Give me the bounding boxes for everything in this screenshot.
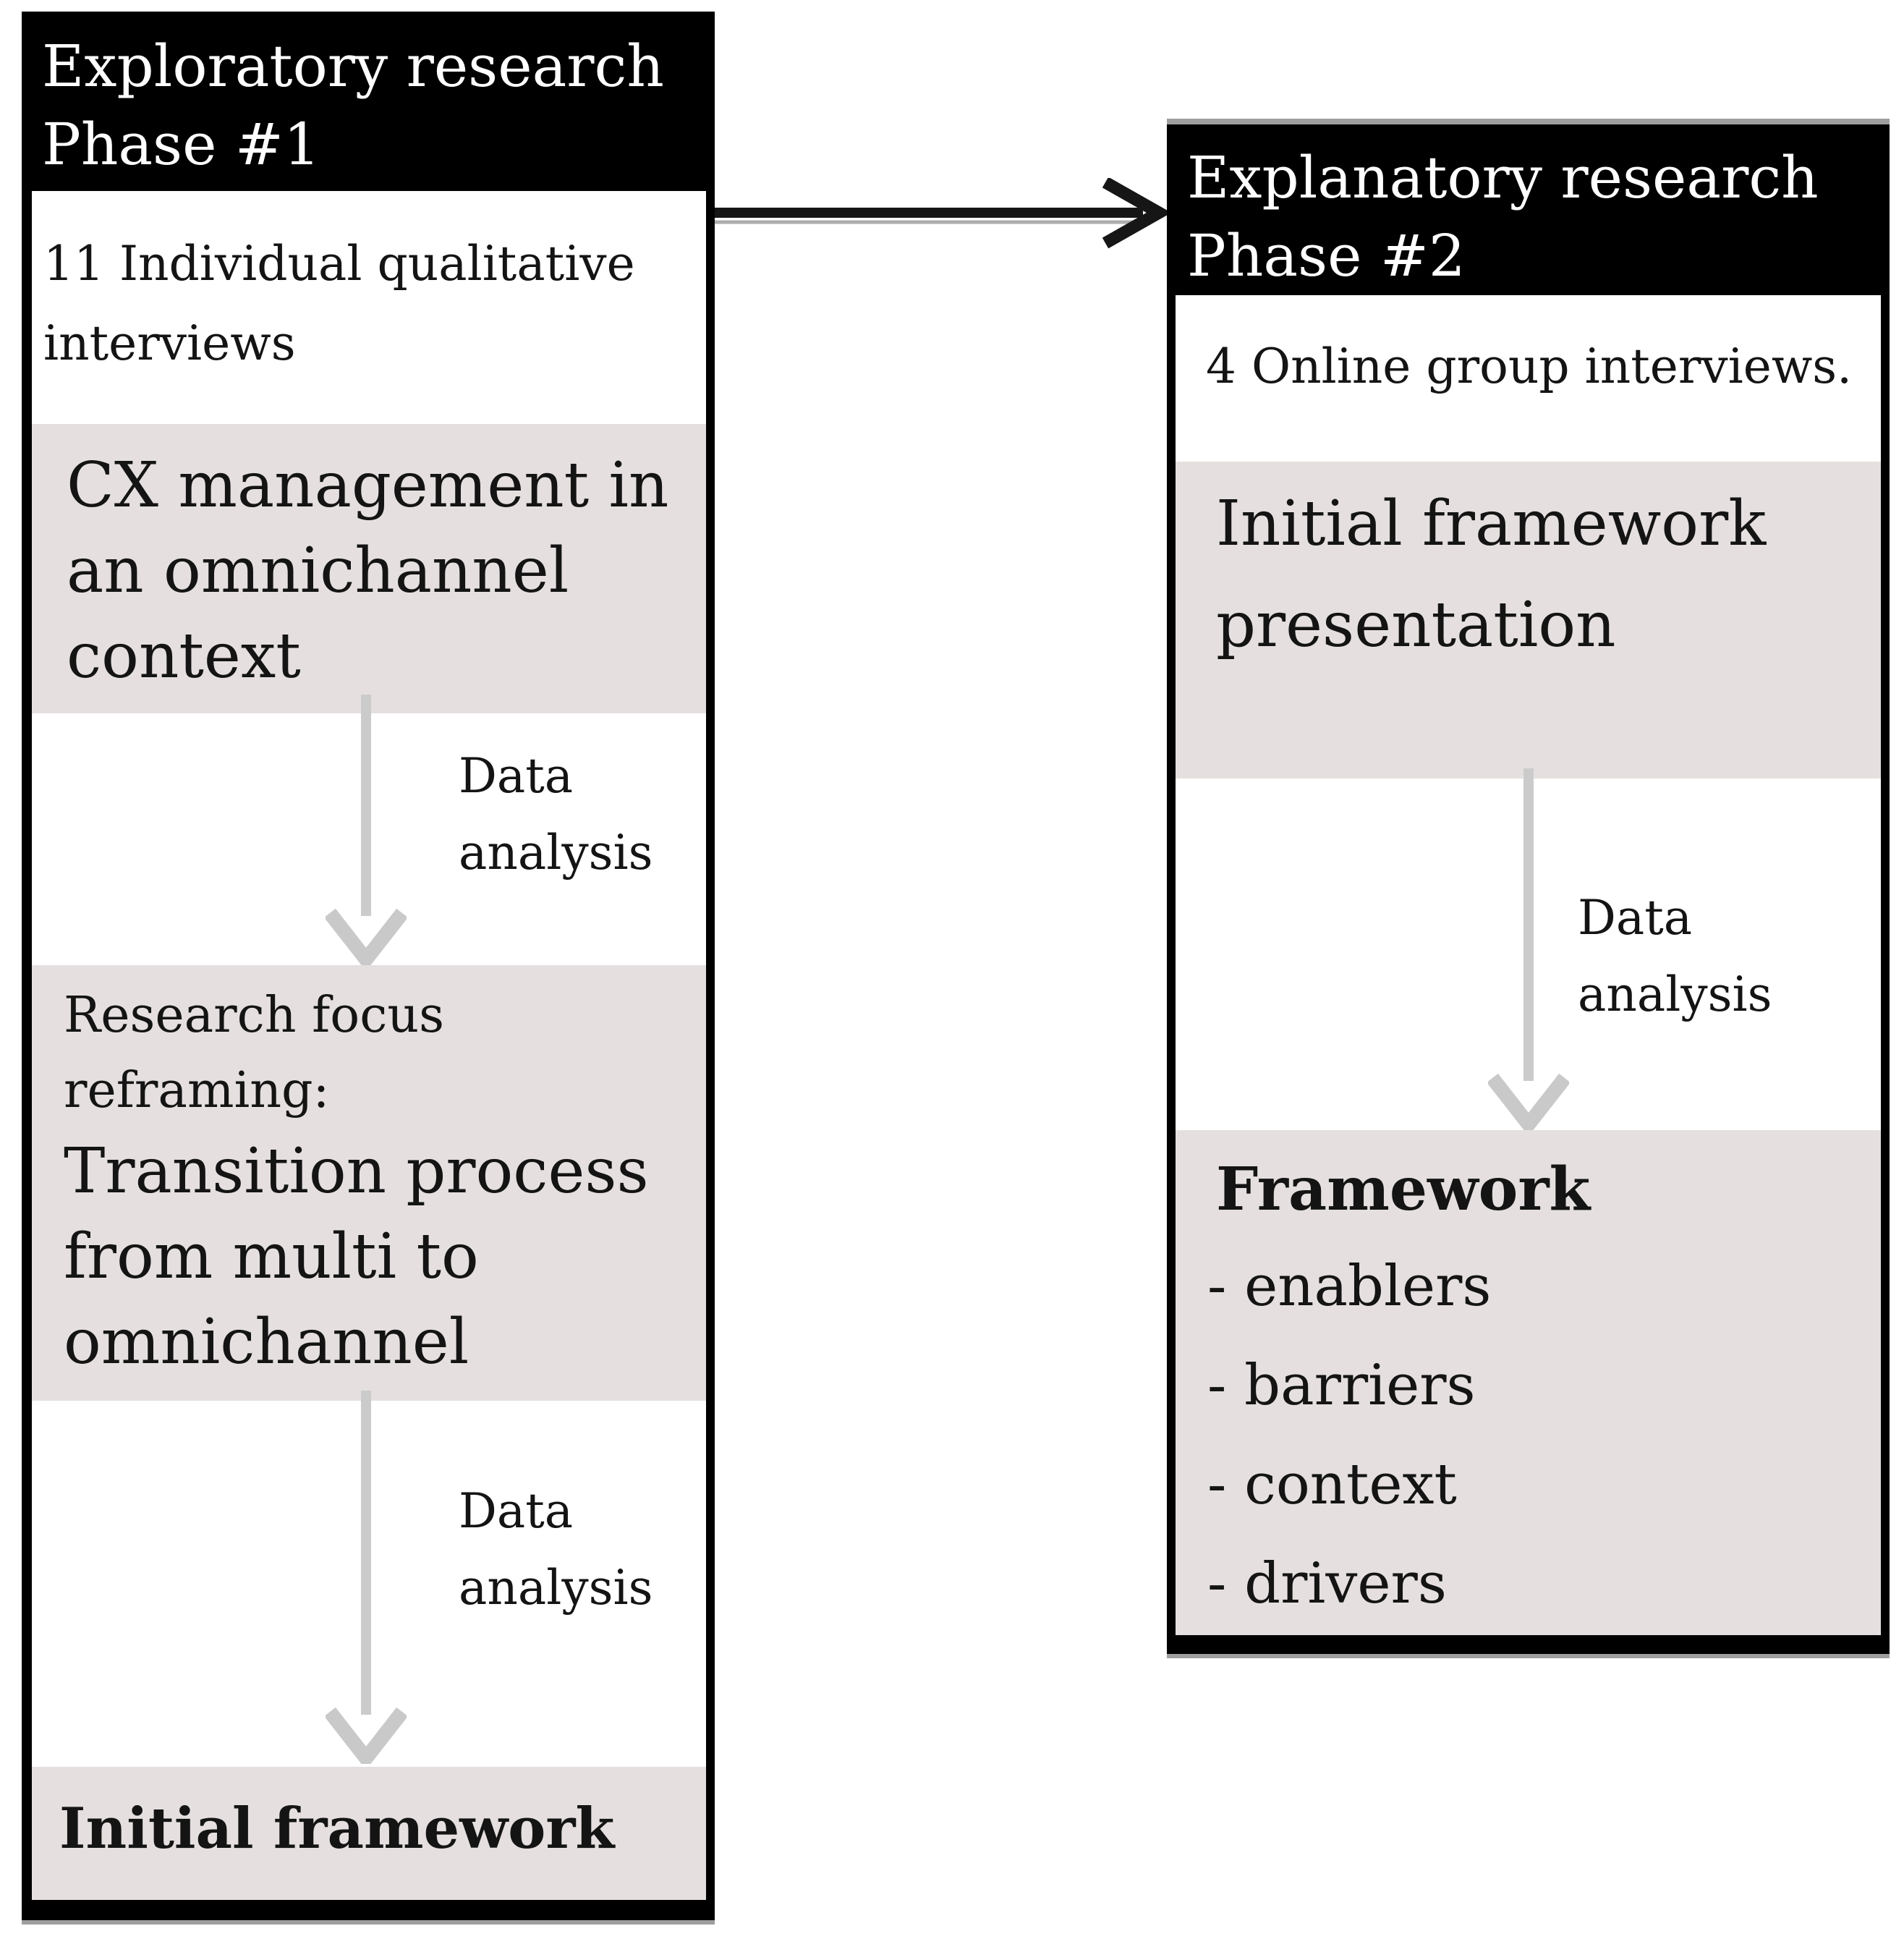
phase1-step1-line1: CX management in: [67, 449, 669, 522]
data-analysis-line2: analysis: [459, 825, 653, 881]
phase1-step1-line3: context: [67, 620, 301, 692]
framework-item-context: - context: [1207, 1452, 1457, 1517]
data-analysis-line1: Data: [459, 748, 574, 804]
phase2-header-line2: Phase #2: [1187, 222, 1466, 289]
phase1-step2-line3: omnichannel: [64, 1306, 469, 1378]
data-analysis-line1: Data: [459, 1483, 574, 1539]
data-analysis-label: Data analysis: [459, 1473, 653, 1626]
flow-arrow-right-icon: [715, 178, 1170, 249]
phase2-header: Explanatory research Phase #2: [1176, 133, 1881, 295]
phase2-method-line1: 4 Online group interviews.: [1206, 339, 1853, 394]
phase1-header-line2: Phase #1: [42, 111, 320, 178]
flow-arrow-down-icon: [326, 1391, 407, 1764]
phase1-step2-line2: from multi to: [64, 1221, 479, 1293]
phase1-method-text: 11 Individual qualitative interviews: [43, 224, 635, 383]
phase2-step1-line2: presentation: [1216, 589, 1616, 661]
phase2-step-framework-presentation: Initial framework presentation: [1176, 462, 1881, 778]
data-analysis-line1: Data: [1578, 890, 1693, 946]
phase2-step1-line1: Initial framework: [1216, 488, 1767, 560]
phase1-output-initial-framework: Initial framework: [32, 1767, 706, 1900]
flow-arrow-down-icon: [1488, 768, 1569, 1130]
initial-framework-text: Initial framework: [59, 1796, 615, 1862]
phase1-step2-line1: Transition process: [64, 1135, 649, 1208]
phase1-step-cx-management: CX management in an omnichannel context: [32, 424, 706, 713]
framework-item-enablers: - enablers: [1207, 1254, 1492, 1319]
phase1-step-reframing: Research focus reframing: Transition pro…: [32, 965, 706, 1401]
phase1-step1-line2: an omnichannel: [67, 535, 569, 607]
framework-item-drivers: - drivers: [1207, 1551, 1447, 1616]
phase1-header: Exploratory research Phase #1: [32, 20, 706, 191]
phase2-panel: Explanatory research Phase #2 4 Online g…: [1167, 124, 1890, 1654]
framework-item-barriers: - barriers: [1207, 1353, 1476, 1418]
phase2-output-framework: Framework - enablers - barriers - contex…: [1176, 1130, 1881, 1635]
flow-arrow-down-icon: [326, 695, 407, 965]
phase1-step2-small-line1: Research focus: [64, 987, 445, 1044]
data-analysis-label: Data analysis: [459, 738, 653, 891]
phase1-panel: Exploratory research Phase #1 11 Individ…: [22, 12, 715, 1920]
phase2-header-line1: Explanatory research: [1187, 144, 1819, 211]
framework-title: Framework: [1216, 1155, 1591, 1224]
data-analysis-label: Data analysis: [1578, 880, 1772, 1033]
phase1-method-line1: 11 Individual qualitative: [43, 236, 635, 292]
data-analysis-line2: analysis: [1578, 967, 1772, 1022]
phase1-header-line1: Exploratory research: [42, 33, 664, 100]
phase1-method-line2: interviews: [43, 315, 296, 371]
phase1-step2-small-line2: reframing:: [64, 1062, 330, 1119]
data-analysis-line2: analysis: [459, 1560, 653, 1616]
phase2-method-text: 4 Online group interviews.: [1206, 327, 1852, 407]
